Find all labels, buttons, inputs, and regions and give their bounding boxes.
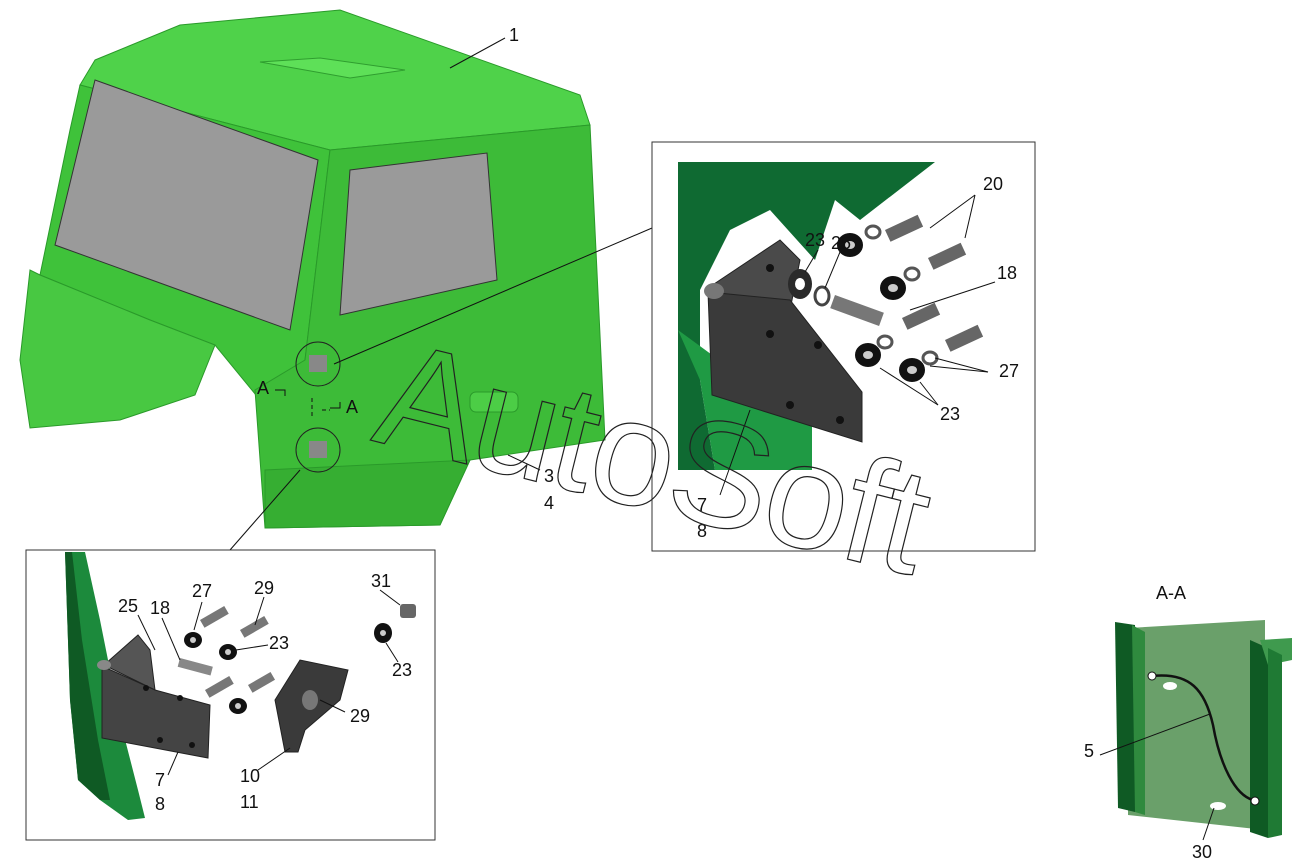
lower-hinge-highlight — [295, 427, 341, 473]
ground-wire-5 — [1151, 674, 1254, 802]
callout-25: 25 — [831, 233, 851, 253]
callout-3: 3 — [544, 466, 554, 486]
cab-left-wing — [19, 269, 216, 429]
callout-7: 7 — [155, 770, 165, 790]
section-mark-right: A — [346, 397, 358, 417]
hinge-pin — [97, 660, 111, 670]
bolt — [204, 676, 234, 698]
cab-lower-step — [264, 459, 471, 529]
hinge-pin — [704, 283, 724, 299]
callout-1: 1 — [509, 25, 519, 45]
callout-27: 27 — [192, 581, 212, 601]
bolt-20 — [885, 214, 924, 242]
bolt — [199, 606, 229, 628]
upper-detail — [678, 162, 984, 470]
callout-23-right: 23 — [392, 660, 412, 680]
callout-23-left: 23 — [269, 633, 289, 653]
bolt-18 — [830, 295, 884, 326]
callout-20: 20 — [983, 174, 1003, 194]
callout-29-top: 29 — [254, 578, 274, 598]
bolt-20 — [928, 242, 967, 270]
callout-10: 10 — [240, 766, 260, 786]
section-marker: A A — [257, 378, 358, 417]
callout-29-bottom: 29 — [350, 706, 370, 726]
upper-leaders — [719, 194, 996, 496]
roof-hatch — [259, 57, 406, 79]
bolt — [239, 616, 269, 638]
section-title: A-A — [1156, 583, 1186, 603]
fastener-30 — [1210, 802, 1226, 810]
callout-18: 18 — [150, 598, 170, 618]
bolt — [902, 302, 941, 330]
callout-31: 31 — [371, 571, 391, 591]
callout-23-bottom: 23 — [940, 404, 960, 424]
section-panel — [1128, 620, 1265, 830]
section-mark-left: A — [257, 378, 269, 398]
hinge-leaf-main — [707, 291, 863, 443]
section-view — [1115, 620, 1292, 838]
lower-leaders — [137, 589, 401, 776]
bolt — [945, 324, 984, 352]
upper-hinge-plate — [309, 355, 327, 372]
callout-8: 8 — [155, 794, 165, 814]
bolt — [247, 672, 276, 693]
lower-hinge-plate — [309, 441, 327, 458]
section-flange-right — [1250, 640, 1268, 838]
cab-body — [19, 9, 606, 529]
main-leaders — [229, 37, 653, 551]
bracket-10 — [274, 659, 349, 753]
section-flange-left — [1115, 622, 1135, 812]
callout-7: 7 — [697, 495, 707, 515]
section-leaders — [1099, 713, 1215, 841]
spring-washer — [813, 285, 831, 307]
bolt-18 — [177, 658, 213, 676]
callout-4: 4 — [544, 493, 554, 513]
callout-25: 25 — [118, 596, 138, 616]
callout-18: 18 — [997, 263, 1017, 283]
callout-27: 27 — [999, 361, 1019, 381]
callout-8: 8 — [697, 521, 707, 541]
callout-30: 30 — [1192, 842, 1212, 862]
door-panel-section — [678, 162, 935, 470]
nut-31 — [400, 604, 416, 618]
callout-23-top: 23 — [805, 230, 825, 250]
upper-hinge-highlight — [295, 341, 341, 387]
callout-5: 5 — [1084, 741, 1094, 761]
side-window — [339, 152, 498, 316]
windshield — [54, 79, 319, 331]
lower-detail — [65, 552, 416, 820]
callout-11: 11 — [240, 792, 259, 812]
hinge-leaf-upper — [103, 634, 156, 691]
door-handle — [469, 391, 519, 413]
